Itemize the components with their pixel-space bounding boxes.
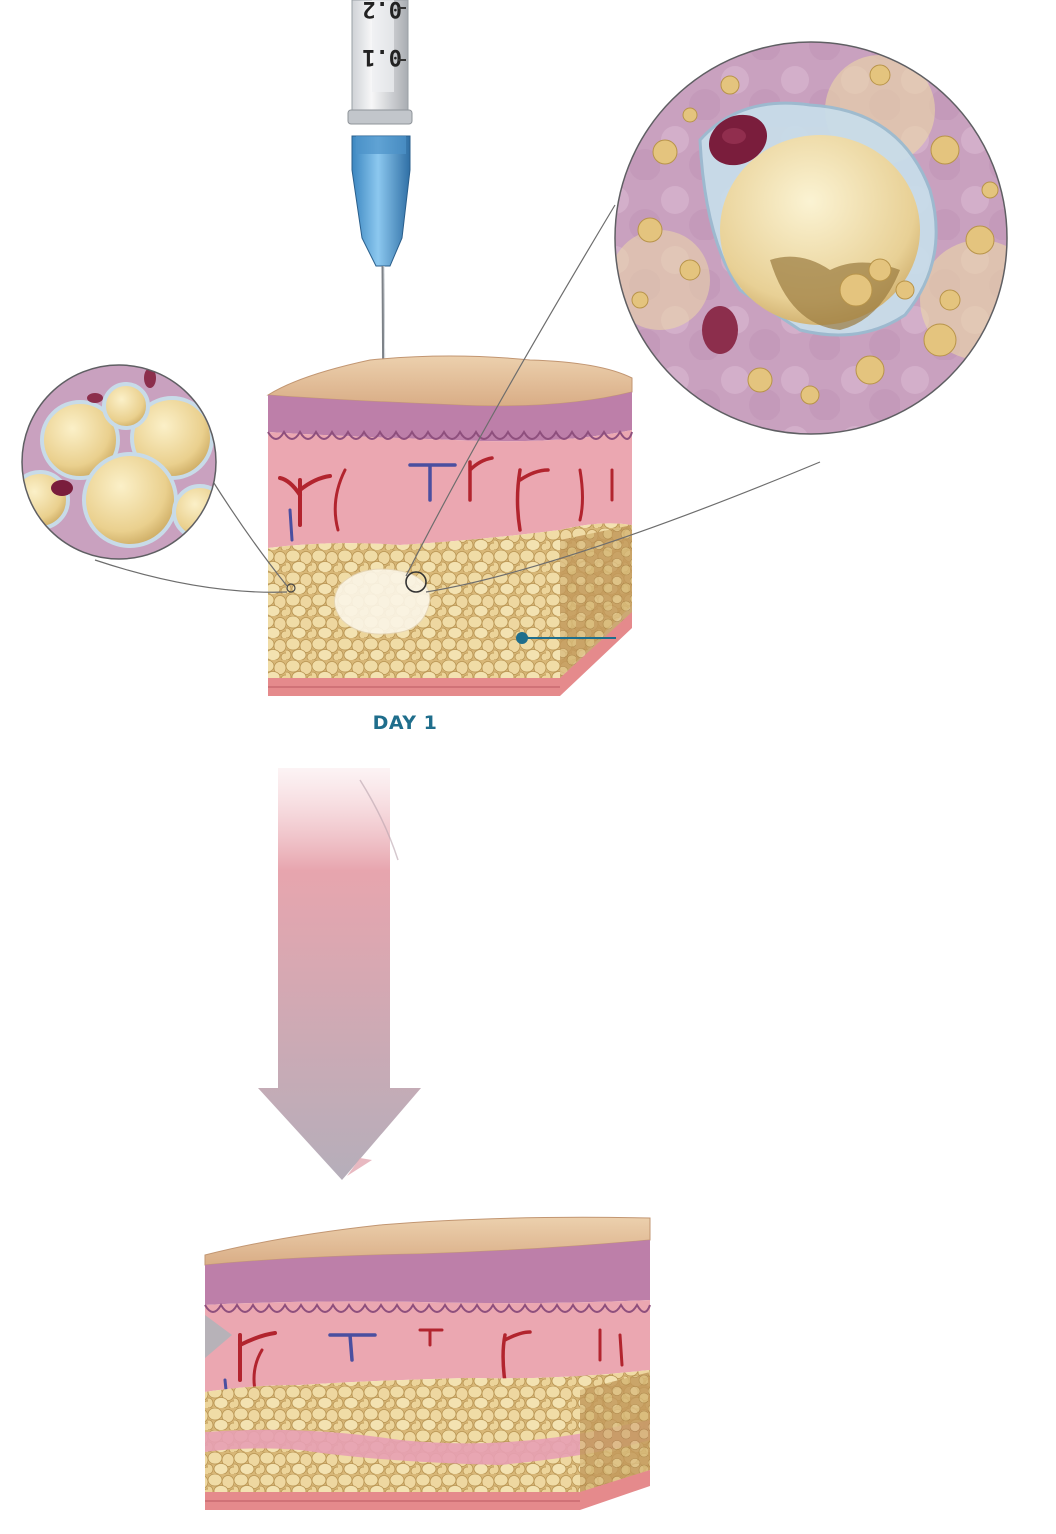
ruptured-adipocyte-closeup-circle xyxy=(614,41,1008,435)
day-1-label: DAY 1 xyxy=(372,712,438,734)
fascia-layer-after xyxy=(205,1470,650,1510)
down-arrow-icon xyxy=(258,768,421,1180)
epidermis-layer-after xyxy=(205,1240,650,1305)
skin-block-day1 xyxy=(266,355,633,696)
adipocyte-closeup-circle xyxy=(21,364,217,560)
skin-block-side xyxy=(560,525,632,692)
skin-surface xyxy=(266,355,633,407)
syringe-barrel-collar xyxy=(347,109,413,125)
syringe-mark-0.2: 0.2 xyxy=(362,0,402,21)
fibrous-band xyxy=(205,1420,650,1465)
skin-block-after xyxy=(204,1216,651,1510)
callout-pointer-icon xyxy=(516,632,616,644)
syringe-mark-0.1: 0.1 xyxy=(362,44,402,69)
zoom-marker-right xyxy=(405,571,427,593)
subcutaneous-fat-layer-after xyxy=(205,1370,650,1492)
syringe-icon: 0.1 0.2 xyxy=(347,0,413,586)
needle-hub xyxy=(351,135,411,267)
magnifier-connectors xyxy=(94,204,821,593)
epidermis-layer xyxy=(268,392,632,442)
dermis-layer-after xyxy=(205,1300,650,1392)
zoom-marker-left xyxy=(286,583,296,593)
injection-bolus xyxy=(334,568,431,635)
subcutaneous-fat-layer xyxy=(268,523,632,678)
blood-vessels xyxy=(278,456,614,542)
syringe-scale: 0.1 0.2 xyxy=(362,0,402,69)
pointer-left-icon xyxy=(205,1315,232,1358)
dermis-layer xyxy=(268,430,632,548)
